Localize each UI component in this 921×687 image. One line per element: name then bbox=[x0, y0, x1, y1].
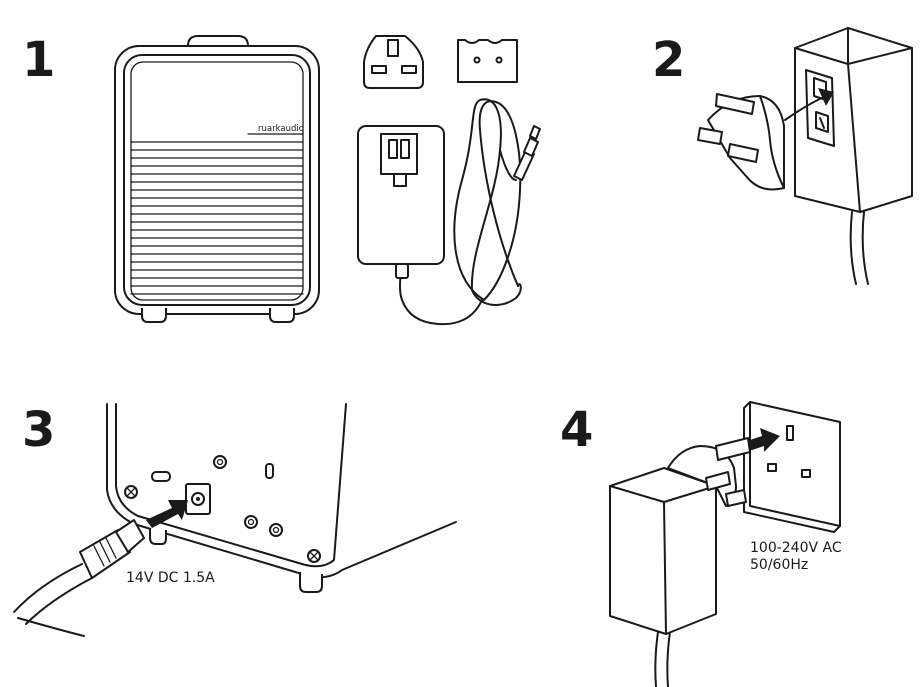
dc-power-cable bbox=[13, 519, 145, 637]
uk-plug-adapter bbox=[363, 35, 424, 89]
power-rating-label: 14V DC 1.5A bbox=[126, 570, 215, 586]
power-adapter bbox=[357, 125, 483, 326]
eu-plug-adapter bbox=[457, 39, 518, 83]
step-4-number: 4 bbox=[560, 402, 593, 458]
step-2-number: 2 bbox=[652, 32, 685, 88]
wall-socket bbox=[743, 401, 841, 533]
frequency-label: 50/60Hz bbox=[750, 557, 808, 573]
radio-illustration: ruarkaudio bbox=[114, 35, 320, 323]
step-3-number: 3 bbox=[22, 402, 55, 458]
step2-adapter-assembly bbox=[697, 27, 913, 285]
step4-adapter bbox=[609, 437, 751, 687]
usb-c-cable bbox=[453, 98, 541, 306]
radio-rear-panel bbox=[106, 403, 457, 593]
voltage-label: 100-240V AC bbox=[750, 540, 842, 556]
step-1-number: 1 bbox=[22, 32, 55, 88]
step3-arrow bbox=[146, 500, 188, 528]
speaker-grille bbox=[130, 141, 304, 295]
brand-logo: ruarkaudio bbox=[258, 124, 304, 134]
